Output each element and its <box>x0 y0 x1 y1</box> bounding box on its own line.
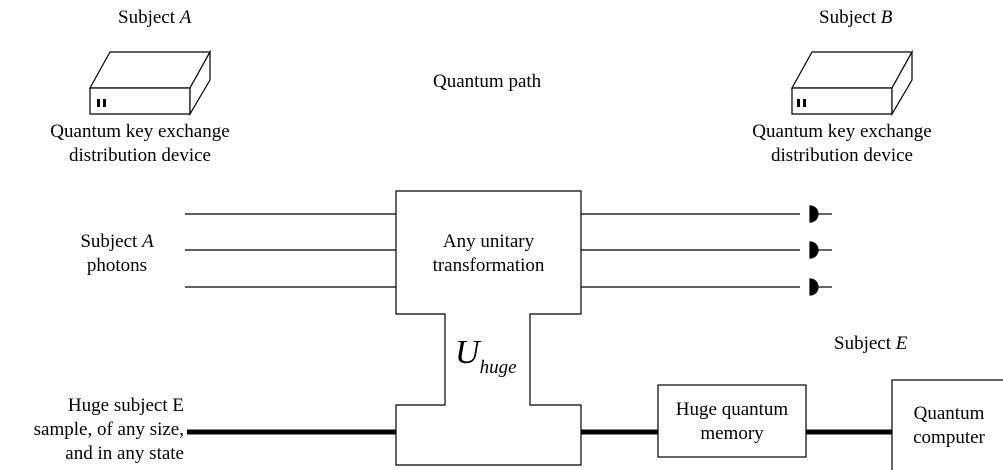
u-huge-operator: Uhuge <box>455 334 517 378</box>
quantum-computer-box <box>891 379 1003 470</box>
subject-a-photons-label: Subject A photons <box>80 231 154 276</box>
unitary-transformation-label: Any unitary transformation <box>432 231 545 276</box>
quantum-computer-label: Quantum computer <box>913 403 985 448</box>
quantum-memory-box <box>657 384 807 458</box>
quantum-memory-label: Huge quantum memory <box>675 399 789 444</box>
huge-sample-label: Huge subject E sample, of any size, and … <box>33 395 184 464</box>
subject-b-device-caption: Quantum key exchange distribution device <box>752 121 932 166</box>
quantum-path-label: Quantum path <box>433 71 542 92</box>
subject-b-device-title: Subject B <box>819 7 893 28</box>
photon-lines <box>185 213 800 288</box>
unitary-transformation-box <box>395 190 582 466</box>
subject-e-label: Subject E <box>834 333 908 354</box>
subject-a-device-caption: Quantum key exchange distribution device <box>50 121 230 166</box>
subject-a-device-title: Subject A <box>118 7 192 28</box>
photon-detector-icons <box>809 205 832 296</box>
subject-a-device-icon <box>88 49 212 117</box>
subject-b-device-icon <box>790 49 914 117</box>
